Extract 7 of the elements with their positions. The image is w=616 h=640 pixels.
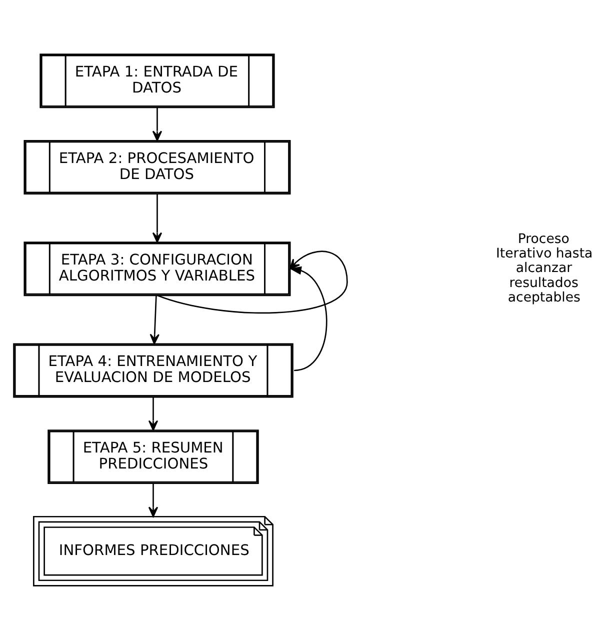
label: Proceso Iterativo hasta alcanzar resultados aceptables xyxy=(496,232,593,306)
arrow xyxy=(148,397,158,431)
arrow xyxy=(152,108,162,142)
arrow xyxy=(289,266,328,372)
arrow xyxy=(148,484,158,518)
arrow xyxy=(150,296,160,344)
arrow xyxy=(152,194,162,243)
